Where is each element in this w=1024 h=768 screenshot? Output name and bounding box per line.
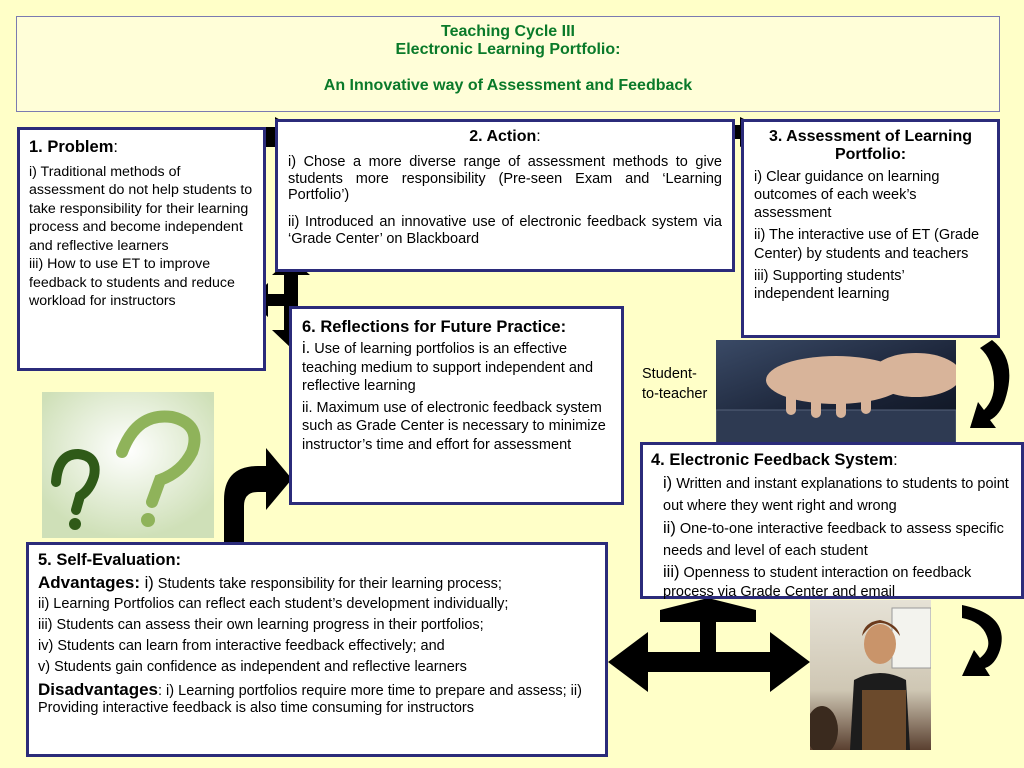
reflections-heading: 6. Reflections for Future Practice: (302, 318, 567, 336)
title-line-3: An Innovative way of Assessment and Feed… (323, 77, 693, 94)
problem-heading: 1. Problem: (29, 138, 118, 156)
teacher-icon (810, 607, 931, 750)
self-evaluation-disadvantages: Disadvantages: i) Learning portfolios re… (38, 679, 582, 717)
action-item-2: ii) Introduced an innovative use of elec… (288, 214, 722, 247)
feedback-item-2: ii) One-to-one interactive feedback to a… (663, 518, 1004, 559)
arrow-stem (700, 615, 716, 655)
reflections-box: 6. Reflections for Future Practice: i. U… (289, 306, 624, 505)
assessment-box: 3. Assessment of Learning Portfolio: i) … (741, 119, 1000, 338)
title-box: Teaching Cycle III Electronic Learning P… (16, 16, 1000, 112)
problem-item-1: i) Traditional methods of assessment do … (29, 164, 253, 254)
action-item-1: i) Chose a more diverse range of assessm… (288, 154, 722, 204)
problem-item-2: iii) How to use ET to improve feedback t… (29, 256, 235, 310)
self-evaluation-advantages: Advantages: i) Students take responsibil… (38, 573, 502, 592)
assessment-item-1: i) Clear guidance on learning outcomes o… (754, 169, 940, 222)
feedback-heading: 4. Electronic Feedback System: (651, 451, 898, 469)
assessment-item-2: ii) The interactive use of ET (Grade Cen… (754, 227, 980, 262)
self-evaluation-adv-4: iv) Students can learn from interactive … (38, 637, 445, 654)
feedback-box: 4. Electronic Feedback System: i) Writte… (640, 442, 1024, 600)
question-mark-icon (42, 392, 214, 538)
keyboard-photo (716, 340, 956, 444)
self-evaluation-heading: 5. Self-Evaluation: (38, 551, 182, 569)
teacher-photo (810, 600, 931, 750)
assessment-item-3: iii) Supporting students’ independent le… (754, 267, 905, 302)
assessment-heading: 3. Assessment of Learning Portfolio: (768, 128, 973, 163)
typing-hands-icon (716, 353, 956, 444)
problem-box: 1. Problem: i) Traditional methods of as… (17, 127, 266, 371)
title-line-1: Teaching Cycle III (441, 23, 575, 40)
feedback-item-3: iii) Openness to student interaction on … (663, 562, 972, 600)
reflections-item-1: i. Use of learning portfolios is an effe… (302, 339, 594, 395)
arrow-up-icon (660, 598, 756, 622)
reflections-item-2: ii. Maximum use of electronic feedback s… (302, 400, 606, 453)
action-heading: 2. Action: (469, 128, 541, 145)
curved-arrow-up-right-icon (224, 448, 292, 547)
self-evaluation-adv-3: iii) Students can assess their own learn… (38, 616, 484, 633)
curved-arrow-down-icon (962, 605, 1002, 676)
feedback-item-1: i) Written and instant explanations to s… (663, 474, 1009, 514)
double-arrow-horizontal-icon (608, 632, 810, 692)
self-evaluation-box: 5. Self-Evaluation: Advantages: i) Stude… (26, 542, 608, 757)
self-evaluation-adv-5: v) Students gain confidence as independe… (38, 658, 467, 675)
curved-arrow-down-icon (970, 340, 1010, 428)
student-to-teacher-caption: Student-to-teacher (642, 366, 708, 402)
self-evaluation-adv-2: ii) Learning Portfolios can reflect each… (38, 595, 509, 612)
question-mark-image (42, 392, 214, 538)
action-box: 2. Action: i) Chose a more diverse range… (275, 119, 735, 272)
title-line-2: Electronic Learning Portfolio: (395, 41, 621, 58)
